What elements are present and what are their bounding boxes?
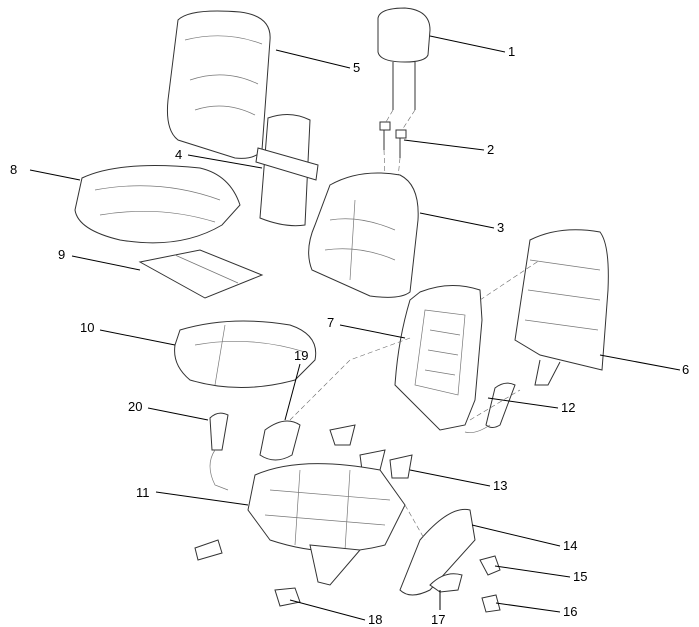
callout-19: 19 [294, 348, 309, 363]
part-3-back-foam [308, 172, 419, 298]
callout-11: 11 [136, 485, 150, 500]
callout-6: 6 [682, 362, 690, 377]
callout-2: 2 [487, 142, 495, 157]
part-7-back-frame [394, 285, 483, 431]
part-11-seat-frame [247, 463, 406, 586]
part-12-side-airbag [464, 382, 516, 434]
callout-13: 13 [493, 478, 508, 493]
part-10-cushion-foam [174, 320, 317, 388]
front-lever [194, 539, 223, 561]
part-4-back-pad [255, 114, 319, 227]
callout-14: 14 [563, 538, 578, 553]
part-18-lever [274, 587, 301, 607]
part-17-lever [429, 573, 463, 593]
callout-17: 17 [431, 612, 446, 627]
callout-12: 12 [561, 400, 576, 415]
part-2-headrest-guides [379, 121, 407, 158]
callout-3: 3 [497, 220, 505, 235]
callout-10: 10 [80, 320, 95, 335]
callout-7: 7 [327, 315, 335, 330]
part-19-cover [259, 420, 301, 461]
part-1-headrest [377, 7, 431, 110]
callout-9: 9 [58, 247, 66, 262]
part-9-cushion-pad [138, 249, 264, 299]
callout-8: 8 [10, 162, 18, 177]
callout-15: 15 [573, 569, 588, 584]
callout-1: 1 [508, 44, 516, 59]
part-13-brackets [329, 424, 413, 479]
part-8-cushion-cover [74, 165, 241, 244]
part-15-knob [479, 555, 501, 576]
part-6-back-panel [514, 229, 609, 386]
callout-18: 18 [368, 612, 383, 627]
part-14-side-shield [399, 508, 476, 596]
callout-16: 16 [563, 604, 578, 619]
callout-5: 5 [353, 60, 361, 75]
part-5-seatback-cover [167, 10, 271, 159]
callout-20: 20 [128, 399, 143, 414]
callout-4: 4 [175, 147, 183, 162]
part-16-knob [481, 594, 501, 613]
part-20-buckle [209, 412, 229, 491]
leader-lines [29, 35, 681, 621]
